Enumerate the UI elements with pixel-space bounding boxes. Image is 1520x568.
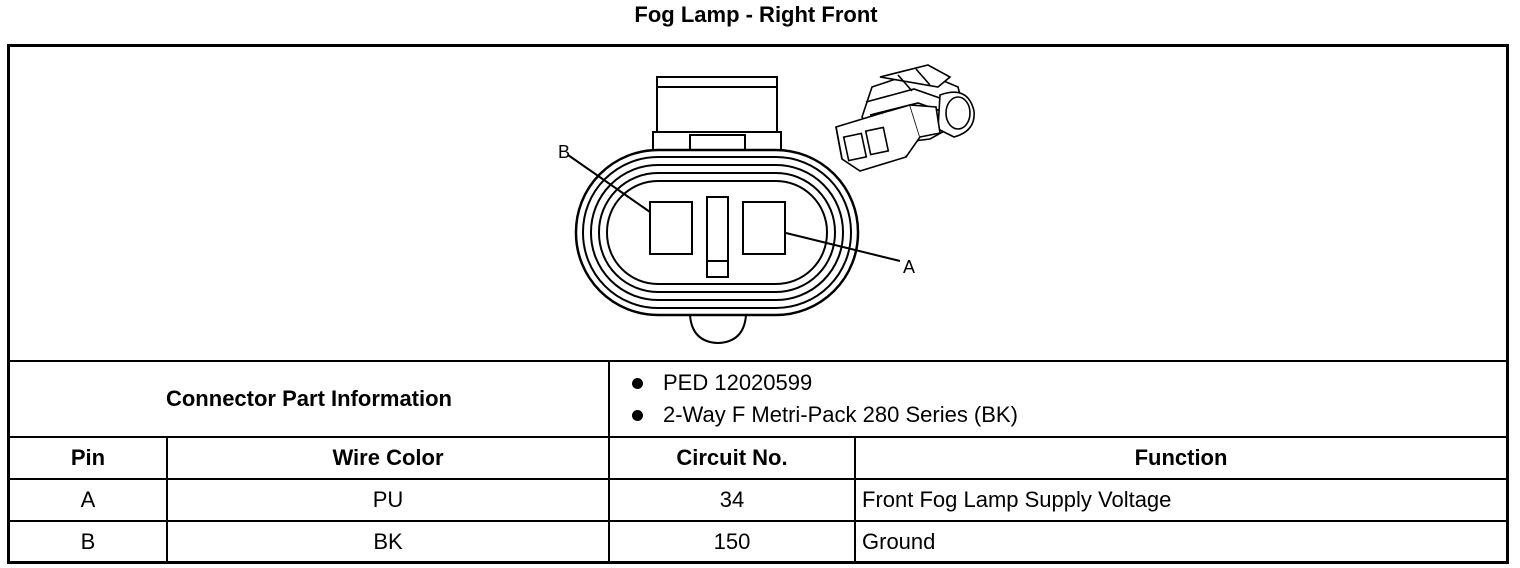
connector-diagram: B A [10, 47, 1506, 360]
cell-function: Front Fog Lamp Supply Voltage [854, 478, 1506, 522]
table-row: B BK 150 Ground [10, 520, 1506, 562]
pinout-table: Connector Part Information PED 12020599 … [10, 360, 1506, 562]
header-function: Function [854, 436, 1506, 480]
connector-info-text: PED 12020599 [663, 370, 813, 395]
cell-circuit: 34 [608, 478, 856, 522]
bullet-icon [632, 409, 643, 421]
cell-wire-color: BK [166, 520, 610, 562]
header-circuit: Circuit No. [608, 436, 856, 480]
cell-circuit: 150 [608, 520, 856, 562]
connector-info-item: PED 12020599 [632, 367, 1506, 399]
header-wire-color: Wire Color [166, 436, 610, 480]
connector-frame: B A [7, 44, 1509, 564]
cell-wire-color: PU [166, 478, 610, 522]
connector-info-text: 2-Way F Metri-Pack 280 Series (BK) [663, 402, 1018, 427]
connector-info-label: Connector Part Information [10, 360, 610, 438]
table-header-row: Pin Wire Color Circuit No. Function [10, 436, 1506, 480]
connector-info-row: Connector Part Information PED 12020599 … [10, 360, 1506, 438]
pin-b-label: B [558, 142, 570, 162]
cell-pin: B [10, 520, 168, 562]
connector-info-item: 2-Way F Metri-Pack 280 Series (BK) [632, 399, 1506, 431]
table-row: A PU 34 Front Fog Lamp Supply Voltage [10, 478, 1506, 522]
cell-function: Ground [854, 520, 1506, 562]
header-pin: Pin [10, 436, 168, 480]
page-title: Fog Lamp - Right Front [634, 2, 878, 27]
connector-info-list: PED 12020599 2-Way F Metri-Pack 280 Seri… [608, 360, 1506, 438]
pin-a-label: A [903, 257, 915, 277]
connector-3d-illustration [835, 64, 975, 172]
cell-pin: A [10, 478, 168, 522]
bullet-icon [632, 377, 643, 389]
connector-face-drawing: B A [558, 64, 975, 345]
